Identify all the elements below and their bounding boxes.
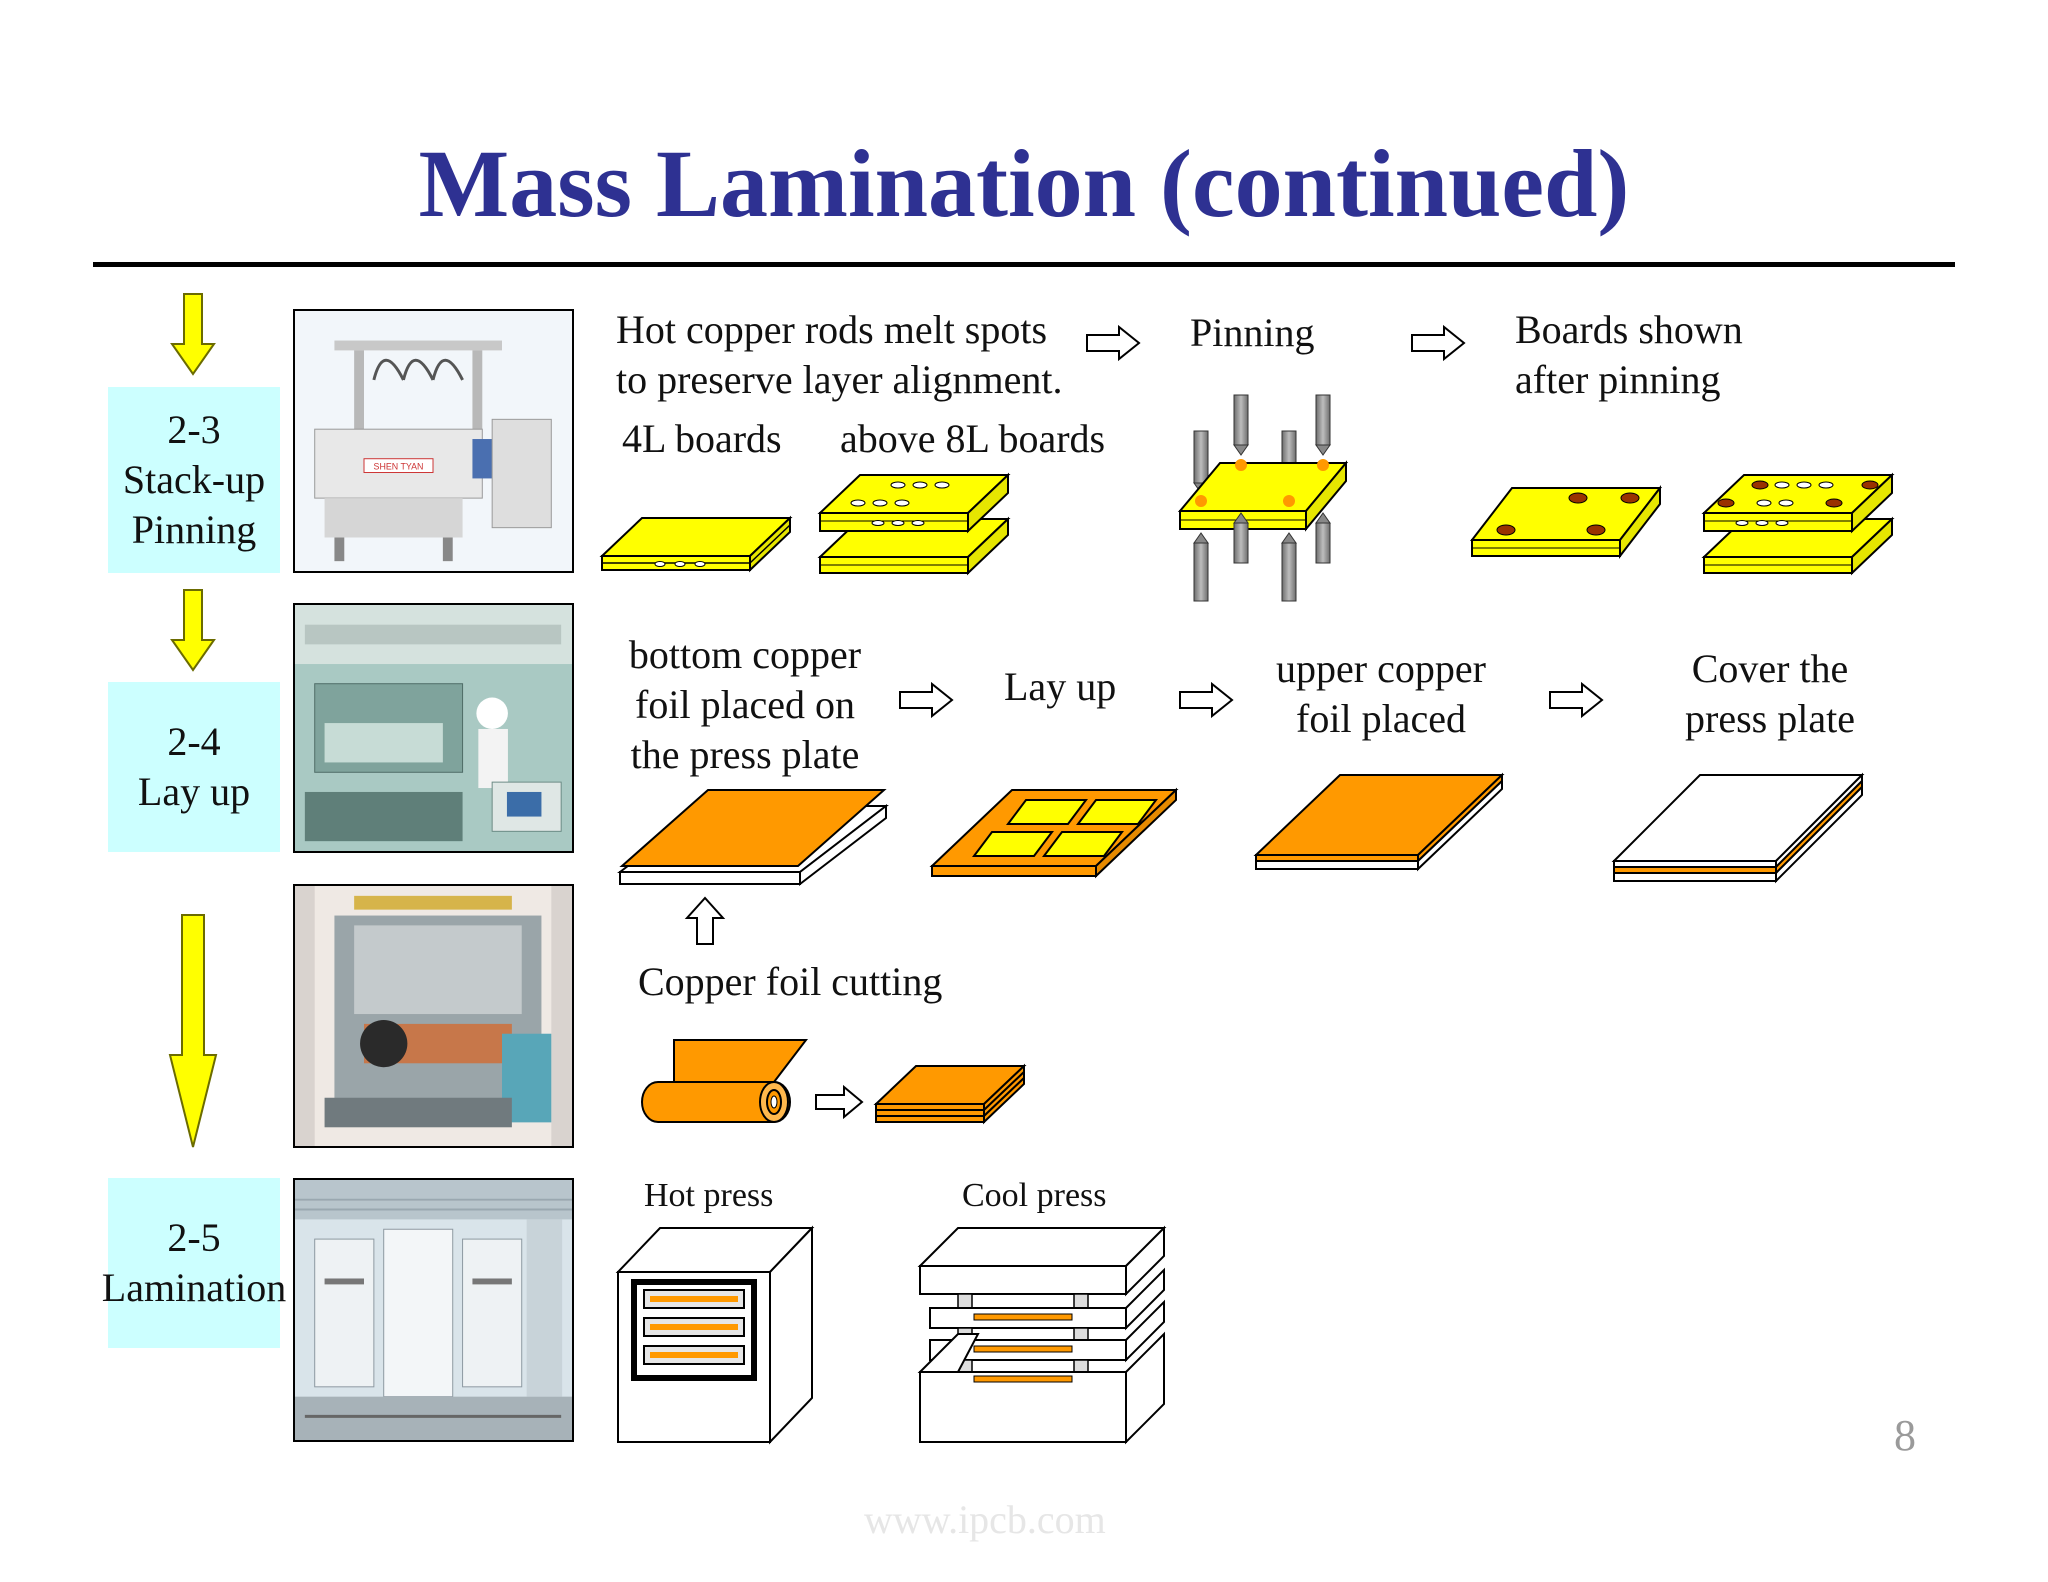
upper-foil-line: upper copper: [1276, 646, 1486, 691]
down-arrow-icon: [170, 293, 216, 376]
bottom-foil-line: the press plate: [630, 732, 860, 777]
label-8l-boards: above 8L boards: [840, 416, 1106, 461]
step-number: 2-4: [167, 719, 221, 764]
pinning-machine-photo: SHEN TYAN: [293, 309, 574, 573]
board-4l-figure: [599, 515, 793, 573]
machine-brand-label: SHEN TYAN: [374, 462, 424, 472]
label-lay-up: Lay up: [1004, 664, 1117, 709]
pinned-board-8l-figure: [1701, 472, 1895, 576]
label-upper-foil: upper copper foil placed: [1250, 644, 1512, 744]
foil-cutting-photo: [293, 884, 574, 1148]
step-2-5: 2-5 Lamination: [102, 1178, 286, 1348]
pinning-description: Hot copper rods melt spots to preserve l…: [616, 305, 1062, 405]
step-2-4: 2-4 Lay up: [108, 682, 280, 852]
bottom-foil-on-plate-figure: [617, 789, 889, 887]
step-name: Pinning: [131, 507, 257, 552]
label-after-pinning: Boards shown after pinning: [1515, 305, 1743, 405]
title-divider: [93, 262, 1955, 267]
step-name: Stack-up: [122, 457, 266, 502]
cool-press-figure: [917, 1225, 1167, 1445]
pinned-board-4l-figure: [1469, 485, 1663, 559]
upper-foil-placed-figure: [1253, 772, 1505, 872]
right-arrow-icon: [1411, 324, 1466, 362]
after-line: after pinning: [1515, 357, 1721, 402]
after-line: Boards shown: [1515, 307, 1743, 352]
cover-line: press plate: [1685, 696, 1855, 741]
board-8l-figure: [817, 472, 1011, 576]
layup-sheets-figure: [929, 787, 1179, 879]
right-arrow-icon: [899, 681, 954, 719]
right-arrow-icon: [815, 1084, 864, 1120]
right-arrow-icon: [1086, 324, 1141, 362]
label-bottom-foil: bottom copper foil placed on the press p…: [614, 630, 876, 780]
cover-press-plate-figure: [1611, 772, 1865, 884]
step-name: Lamination: [101, 1265, 287, 1310]
bottom-foil-line: foil placed on: [635, 682, 855, 727]
label-hot-press: Hot press: [644, 1177, 774, 1214]
page-title: Mass Lamination (continued): [418, 130, 1630, 237]
upper-foil-line: foil placed: [1296, 696, 1466, 741]
description-line: to preserve layer alignment.: [616, 357, 1063, 402]
bottom-foil-line: bottom copper: [628, 632, 862, 677]
right-arrow-icon: [1549, 681, 1604, 719]
up-arrow-icon: [684, 896, 726, 945]
step-2-3: 2-3 Stack-up Pinning: [108, 387, 280, 573]
label-foil-cutting: Copper foil cutting: [638, 959, 943, 1004]
watermark: www.ipcb.com: [864, 1497, 1106, 1542]
pinning-rods-figure: [1177, 394, 1349, 602]
right-arrow-icon: [1179, 681, 1234, 719]
hot-press-figure: [615, 1225, 815, 1445]
description-line: Hot copper rods melt spots: [616, 307, 1048, 352]
label-4l-boards: 4L boards: [622, 416, 782, 461]
lamination-press-photo: [293, 1178, 574, 1442]
cut-foil-sheets-figure: [873, 1063, 1027, 1125]
step-number: 2-5: [167, 1215, 221, 1260]
step-name: Lay up: [137, 769, 251, 814]
down-arrow-icon: [170, 589, 216, 672]
cover-line: Cover the: [1691, 646, 1849, 691]
copper-foil-roll-figure: [641, 1039, 809, 1123]
layup-room-photo: [293, 603, 574, 853]
down-arrow-icon: [168, 914, 218, 1148]
page-number: 8: [1894, 1411, 1916, 1460]
label-pinning: Pinning: [1190, 310, 1315, 355]
label-cover-press-plate: Cover the press plate: [1640, 644, 1900, 744]
step-number: 2-3: [167, 407, 221, 452]
label-cool-press: Cool press: [962, 1177, 1107, 1214]
